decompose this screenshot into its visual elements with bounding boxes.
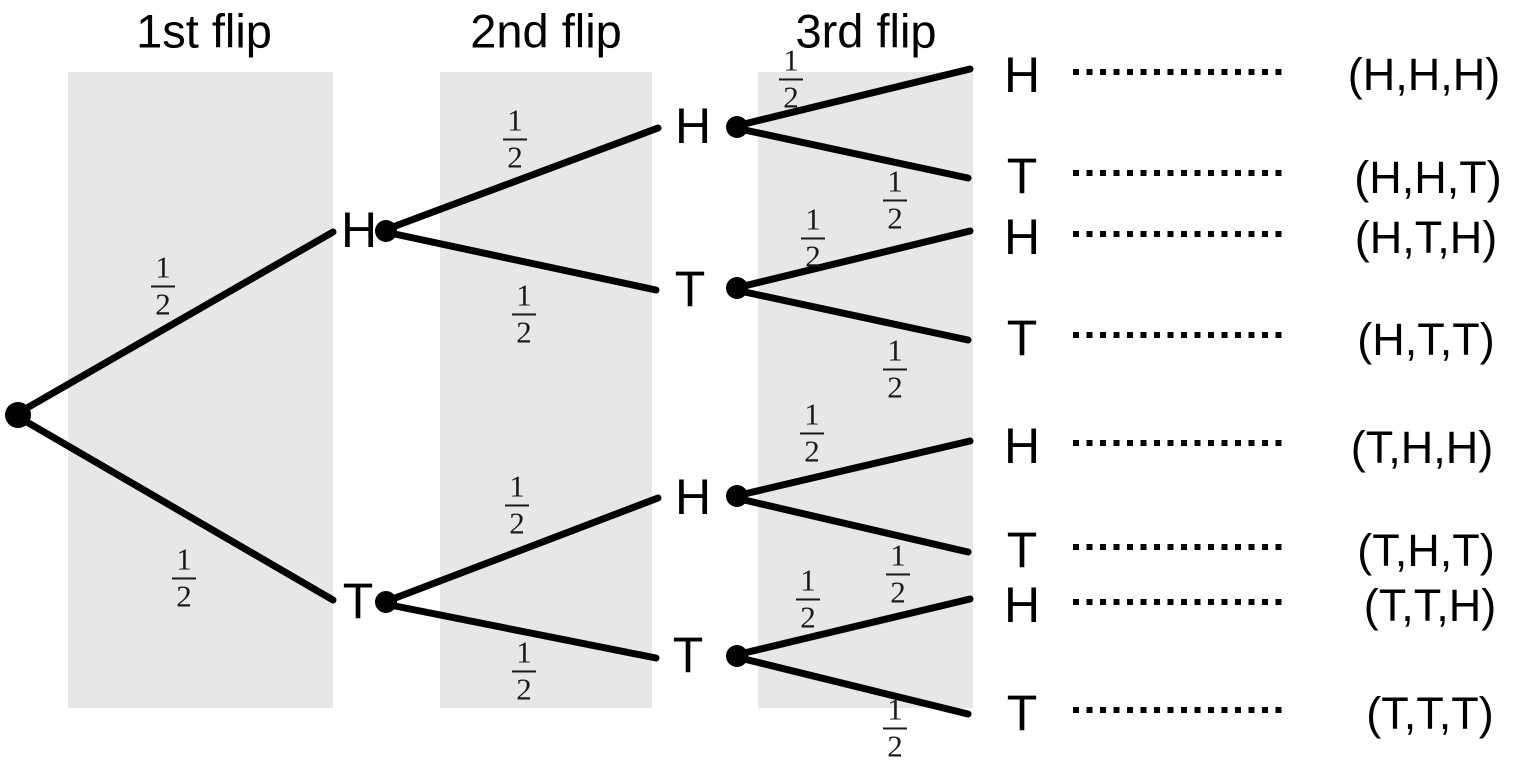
node-dot-HT <box>726 277 748 299</box>
fraction-denominator: 2 <box>155 286 171 321</box>
fraction-denominator: 2 <box>783 79 799 114</box>
prob-TT-H: 1 2 <box>796 565 820 634</box>
outcome-leader-lines <box>1073 69 1287 713</box>
outcome-label-5: (T,H,H) <box>1350 422 1494 473</box>
prob-TH-T: 1 2 <box>886 540 910 609</box>
prob-HT-H: 1 2 <box>801 204 825 273</box>
edge-TH-H <box>736 437 974 499</box>
edge-TT-H <box>736 595 974 658</box>
edge-root-T <box>16 414 337 604</box>
fraction-numerator: 1 <box>172 544 196 579</box>
fraction-numerator: 1 <box>503 105 527 140</box>
prob-root-T: 1 2 <box>172 544 196 613</box>
fraction-denominator: 2 <box>887 728 903 763</box>
leaf-label-2: T <box>1006 148 1038 204</box>
leaf-label-1: H <box>1003 47 1041 103</box>
node-label-TH: H <box>674 469 712 525</box>
node-label-TT: T <box>672 627 704 683</box>
fraction-numerator: 1 <box>512 280 536 315</box>
fraction-denominator: 2 <box>509 505 525 540</box>
leaf-label-7: H <box>1003 577 1041 633</box>
edge-T-H <box>386 494 662 604</box>
band-2nd-flip <box>440 72 652 708</box>
fraction-denominator: 2 <box>890 574 906 609</box>
band-1st-flip <box>68 72 333 708</box>
tree-edges <box>16 65 974 718</box>
outcome-label-6: (T,H,T) <box>1357 525 1495 576</box>
prob-T-T: 1 2 <box>512 637 536 706</box>
outcome-label-2: (H,H,T) <box>1354 152 1502 203</box>
fraction-numerator: 1 <box>512 637 536 672</box>
fraction-denominator: 2 <box>507 139 523 174</box>
fraction-numerator: 1 <box>505 471 529 506</box>
prob-HT-T: 1 2 <box>883 335 907 404</box>
header-2nd-flip: 2nd flip <box>470 4 622 58</box>
outcome-label-8: (T,T,T) <box>1366 688 1494 739</box>
edge-root-H <box>16 228 337 416</box>
node-dot-T <box>375 591 397 613</box>
edge-T-T <box>386 601 660 662</box>
fraction-denominator: 2 <box>800 599 816 634</box>
node-label-HH: H <box>674 98 712 154</box>
fraction-numerator: 1 <box>800 399 824 434</box>
flip-stage-bands <box>68 72 973 708</box>
fraction-denominator: 2 <box>805 238 821 273</box>
outcome-label-1: (H,H,H) <box>1347 49 1501 100</box>
fraction-numerator: 1 <box>779 45 803 80</box>
node-dot-TT <box>726 645 748 667</box>
fraction-numerator: 1 <box>883 694 907 729</box>
node-dot-root <box>5 402 31 428</box>
fraction-denominator: 2 <box>516 671 532 706</box>
node-dot-H <box>375 220 397 242</box>
prob-TH-H: 1 2 <box>800 399 824 468</box>
prob-TT-T: 1 2 <box>883 694 907 763</box>
leaf-label-6: T <box>1006 522 1038 578</box>
band-3rd-flip <box>758 72 973 708</box>
leaf-label-5: H <box>1003 418 1041 474</box>
node-label-HT: T <box>674 261 706 317</box>
edge-H-T <box>386 229 660 294</box>
edge-HH-T <box>736 125 972 182</box>
fraction-denominator: 2 <box>804 433 820 468</box>
fraction-numerator: 1 <box>796 565 820 600</box>
edge-TT-T <box>736 654 972 718</box>
edge-TH-T <box>736 495 972 556</box>
fraction-numerator: 1 <box>886 540 910 575</box>
prob-HH-H: 1 2 <box>779 45 803 114</box>
fraction-numerator: 1 <box>883 335 907 370</box>
fraction-denominator: 2 <box>887 369 903 404</box>
prob-H-H: 1 2 <box>503 105 527 174</box>
prob-root-H: 1 2 <box>151 252 175 321</box>
node-dot-TH <box>726 485 748 507</box>
node-label-H: H <box>340 202 378 258</box>
fraction-numerator: 1 <box>151 252 175 287</box>
prob-H-T: 1 2 <box>512 280 536 349</box>
edge-H-H <box>386 124 662 232</box>
header-1st-flip: 1st flip <box>136 4 272 58</box>
edge-HH-H <box>736 65 974 129</box>
edge-HT-T <box>736 287 972 344</box>
leaf-label-3: H <box>1003 209 1041 265</box>
fraction-denominator: 2 <box>887 200 903 235</box>
fraction-denominator: 2 <box>176 578 192 613</box>
edge-HT-H <box>736 227 974 291</box>
fraction-numerator: 1 <box>801 204 825 239</box>
leaf-label-4: T <box>1006 310 1038 366</box>
prob-HH-T: 1 2 <box>883 166 907 235</box>
outcome-label-4: (H,T,T) <box>1357 314 1495 365</box>
prob-T-H: 1 2 <box>505 471 529 540</box>
node-dot-HH <box>726 116 748 138</box>
leaf-label-8: T <box>1006 685 1038 741</box>
tree-node-dots <box>5 116 748 667</box>
fraction-numerator: 1 <box>883 166 907 201</box>
header-3rd-flip: 3rd flip <box>795 4 937 58</box>
outcome-label-7: (T,T,H) <box>1363 580 1497 631</box>
outcome-label-3: (H,T,H) <box>1354 212 1498 263</box>
node-label-T: T <box>342 573 374 629</box>
fraction-denominator: 2 <box>516 314 532 349</box>
